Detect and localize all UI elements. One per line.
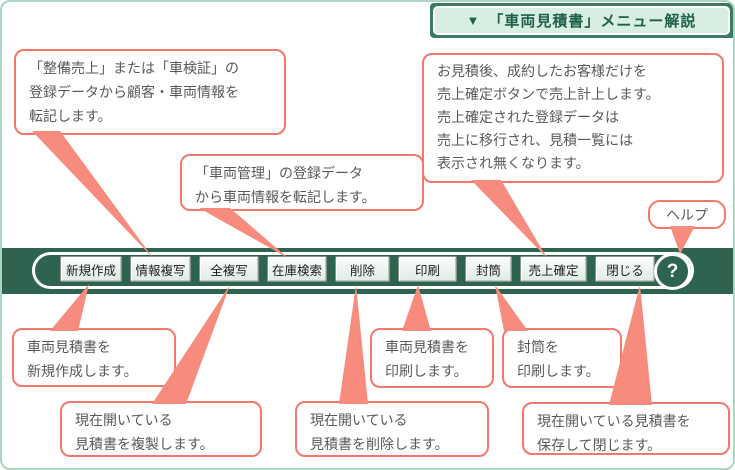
toolbar-button-info-copy[interactable]: 情報複写 <box>130 256 191 282</box>
page-header-panel: ▼ 「車両見積書」メニュー解説 <box>433 6 730 35</box>
callout-stock-search: 「車両管理」の登録データ から車両情報を転記します。 <box>180 154 424 211</box>
help-button[interactable]: ? <box>654 253 691 290</box>
callout-sales-confirm: お見積後、成約したお客様だけを 売上確定ボタンで売上計上します。 売上確定された… <box>422 53 724 183</box>
callout-new-create: 車両見積書を 新規作成します。 <box>12 328 176 387</box>
toolbar-button-full-copy[interactable]: 全複写 <box>199 256 259 282</box>
callout-help-label: ヘルプ <box>648 200 726 229</box>
toolbar-button-sales-confirm[interactable]: 売上確定 <box>520 256 587 282</box>
callout-delete: 現在開いている 見積書を削除します。 <box>295 401 489 457</box>
callout-envelope: 封筒を 印刷します。 <box>502 328 622 388</box>
toolbar-button-envelope[interactable]: 封筒 <box>465 256 512 282</box>
callout-close: 現在開いている見積書を 保存して閉じます。 <box>522 402 730 455</box>
callout-duplicate: 現在開いている 見積書を複製します。 <box>60 401 262 457</box>
toolbar-button-delete[interactable]: 削除 <box>335 256 390 282</box>
toolbar-button-print[interactable]: 印刷 <box>398 256 457 282</box>
toolbar-button-row: 新規作成 情報複写 全複写 在庫検索 削除 印刷 封筒 売上確定 閉じる <box>60 256 655 282</box>
callout-tail-sales-confirm <box>471 180 547 258</box>
callout-print: 車両見積書を 印刷します。 <box>370 328 494 388</box>
page-header: ▼ 「車両見積書」メニュー解説 <box>430 3 733 38</box>
callout-tail-delete <box>339 285 368 404</box>
toolbar-button-stock-search[interactable]: 在庫検索 <box>267 256 327 282</box>
triangle-down-icon: ▼ <box>466 13 481 28</box>
page-title: 「車両見積書」メニュー解説 <box>488 13 697 30</box>
toolbar-button-close[interactable]: 閉じる <box>595 256 655 282</box>
toolbar-button-new[interactable]: 新規作成 <box>60 256 122 282</box>
callout-tail-info-copy <box>32 131 153 258</box>
callout-info-copy: 「整備売上」または「車検証」の 登録データから顧客・車両情報を 転記します。 <box>14 49 286 135</box>
